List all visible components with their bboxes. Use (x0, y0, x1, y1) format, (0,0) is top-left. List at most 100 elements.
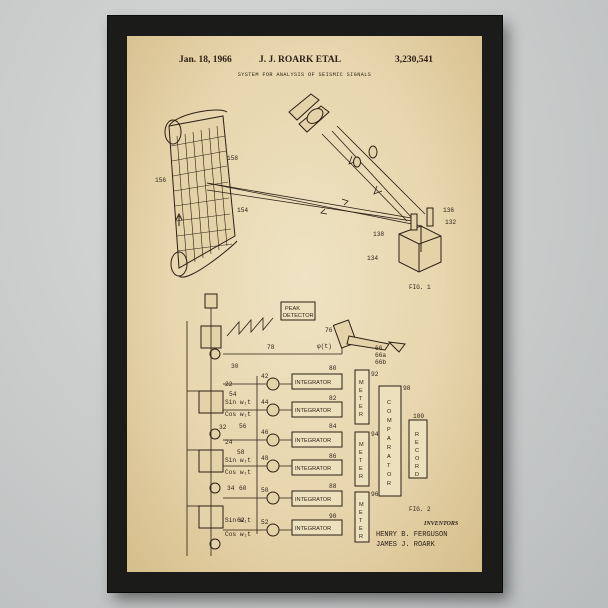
patent-drawing: 158 156 154 136 132 138 134 PEAK DETECTO… (155, 93, 456, 556)
meter-boxes (354, 369, 370, 543)
svg-text:R: R (359, 412, 363, 418)
label-134: 134 (367, 255, 378, 262)
svg-text:42: 42 (261, 373, 269, 380)
fig2-numbers: 76 78 80 82 84 86 88 90 92 94 96 98 100 … (219, 327, 424, 526)
svg-text:32: 32 (219, 424, 227, 431)
svg-text:100: 100 (413, 413, 424, 420)
pickup-assembly (332, 319, 406, 353)
svg-text:66: 66 (375, 345, 383, 352)
svg-text:M: M (359, 442, 364, 448)
svg-text:66a: 66a (375, 352, 386, 359)
svg-text:T: T (387, 463, 391, 469)
fig2-left-chain (198, 293, 224, 550)
svg-text:82: 82 (329, 395, 337, 402)
svg-text:80: 80 (329, 365, 337, 372)
svg-text:O: O (387, 409, 392, 415)
svg-text:R: R (359, 474, 363, 480)
sin-label-3: Sin w₁t (225, 517, 251, 524)
svg-text:50: 50 (261, 487, 269, 494)
svg-text:A: A (387, 454, 391, 460)
svg-text:90: 90 (329, 513, 337, 520)
fig2-signal-labels: Sin w₁t Cos w₁t Sin w₁t Cos w₁t Sin w₁t … (225, 343, 332, 538)
svg-text:84: 84 (329, 423, 337, 430)
svg-text:E: E (415, 440, 419, 446)
svg-text:M: M (359, 380, 364, 386)
svg-text:48: 48 (261, 455, 269, 462)
light-beams (206, 125, 426, 227)
label-138: 138 (373, 231, 384, 238)
svg-text:O: O (387, 472, 392, 478)
svg-text:58: 58 (237, 449, 245, 456)
comparator-box (378, 385, 402, 497)
svg-text:46: 46 (261, 429, 269, 436)
integrator-label-4: INTEGRATOR (295, 466, 331, 472)
sin-label-1: Sin w₁t (225, 399, 251, 406)
svg-text:R: R (415, 432, 419, 438)
svg-text:C: C (415, 448, 419, 454)
svg-text:98: 98 (403, 385, 411, 392)
cos-label-1: Cos w₁t (225, 411, 251, 418)
svg-text:94: 94 (371, 431, 379, 438)
svg-text:88: 88 (329, 483, 337, 490)
svg-text:78: 78 (267, 344, 275, 351)
svg-text:24: 24 (225, 439, 233, 446)
svg-text:R: R (415, 464, 419, 470)
svg-text:A: A (387, 436, 391, 442)
inventor-name-1: HENRY B. FERGUSON (376, 531, 448, 539)
label-158: 158 (227, 155, 238, 162)
patent-title: SYSTEM FOR ANALYSIS OF SEISMIC SIGNALS (237, 72, 372, 78)
patent-number: 3,230,541 (395, 55, 433, 65)
svg-text:D: D (415, 472, 419, 478)
svg-text:34: 34 (227, 485, 235, 492)
svg-text:E: E (359, 510, 363, 516)
svg-text:54: 54 (229, 391, 237, 398)
svg-text:E: E (359, 526, 363, 532)
inventors-title: INVENTORS (424, 521, 459, 527)
label-132: 132 (445, 219, 456, 226)
svg-text:76: 76 (325, 327, 333, 334)
integrator-label-5: INTEGRATOR (295, 497, 331, 503)
integrator-label-6: INTEGRATOR (295, 526, 331, 532)
patent-date: Jan. 18, 1966 (179, 55, 232, 65)
svg-text:60: 60 (239, 485, 247, 492)
svg-text:O: O (415, 456, 420, 462)
svg-text:T: T (359, 396, 363, 402)
fig1-labels: 158 156 154 136 132 138 134 (155, 155, 456, 262)
peak-label-1: PEAK (285, 306, 300, 312)
sin-label-2: Sin w₁t (225, 457, 251, 464)
svg-text:R: R (387, 481, 391, 487)
fig2-block-labels: PEAK DETECTOR INTEGRATOR INTEGRATOR INTE… (283, 306, 331, 532)
record-box (408, 419, 428, 479)
cos-label-2: Cos w₁t (225, 469, 251, 476)
label-154: 154 (237, 207, 248, 214)
svg-text:M: M (387, 418, 392, 424)
phi-label: φ(t) (317, 343, 332, 350)
svg-text:44: 44 (261, 399, 269, 406)
svg-text:M: M (359, 502, 364, 508)
cos-label-3: Cos w₁t (225, 531, 251, 538)
svg-text:T: T (359, 458, 363, 464)
integrator-label-2: INTEGRATOR (295, 408, 331, 414)
label-136: 136 (443, 207, 454, 214)
svg-text:30: 30 (231, 363, 239, 370)
fig1-caption: FIG. 1 (409, 284, 431, 291)
svg-text:66b: 66b (375, 359, 386, 366)
recording-drum (164, 109, 238, 278)
svg-text:62: 62 (237, 517, 245, 524)
svg-text:22: 22 (225, 381, 233, 388)
svg-text:R: R (359, 534, 363, 540)
fig2-caption: FIG. 2 (409, 506, 431, 513)
svg-text:R: R (387, 445, 391, 451)
svg-text:E: E (359, 388, 363, 394)
patent-inventors-header: J. J. ROARK ETAL (259, 55, 341, 65)
svg-text:96: 96 (371, 491, 379, 498)
svg-text:E: E (359, 466, 363, 472)
patent-print: Jan. 18, 1966 J. J. ROARK ETAL 3,230,541… (127, 36, 482, 572)
svg-text:52: 52 (261, 519, 269, 526)
label-156: 156 (155, 177, 166, 184)
peak-label-2: DETECTOR (283, 313, 314, 319)
integrator-label-1: INTEGRATOR (295, 380, 331, 386)
multiplier-circles (266, 377, 280, 537)
galvanometer-block (398, 207, 442, 273)
svg-text:T: T (359, 518, 363, 524)
